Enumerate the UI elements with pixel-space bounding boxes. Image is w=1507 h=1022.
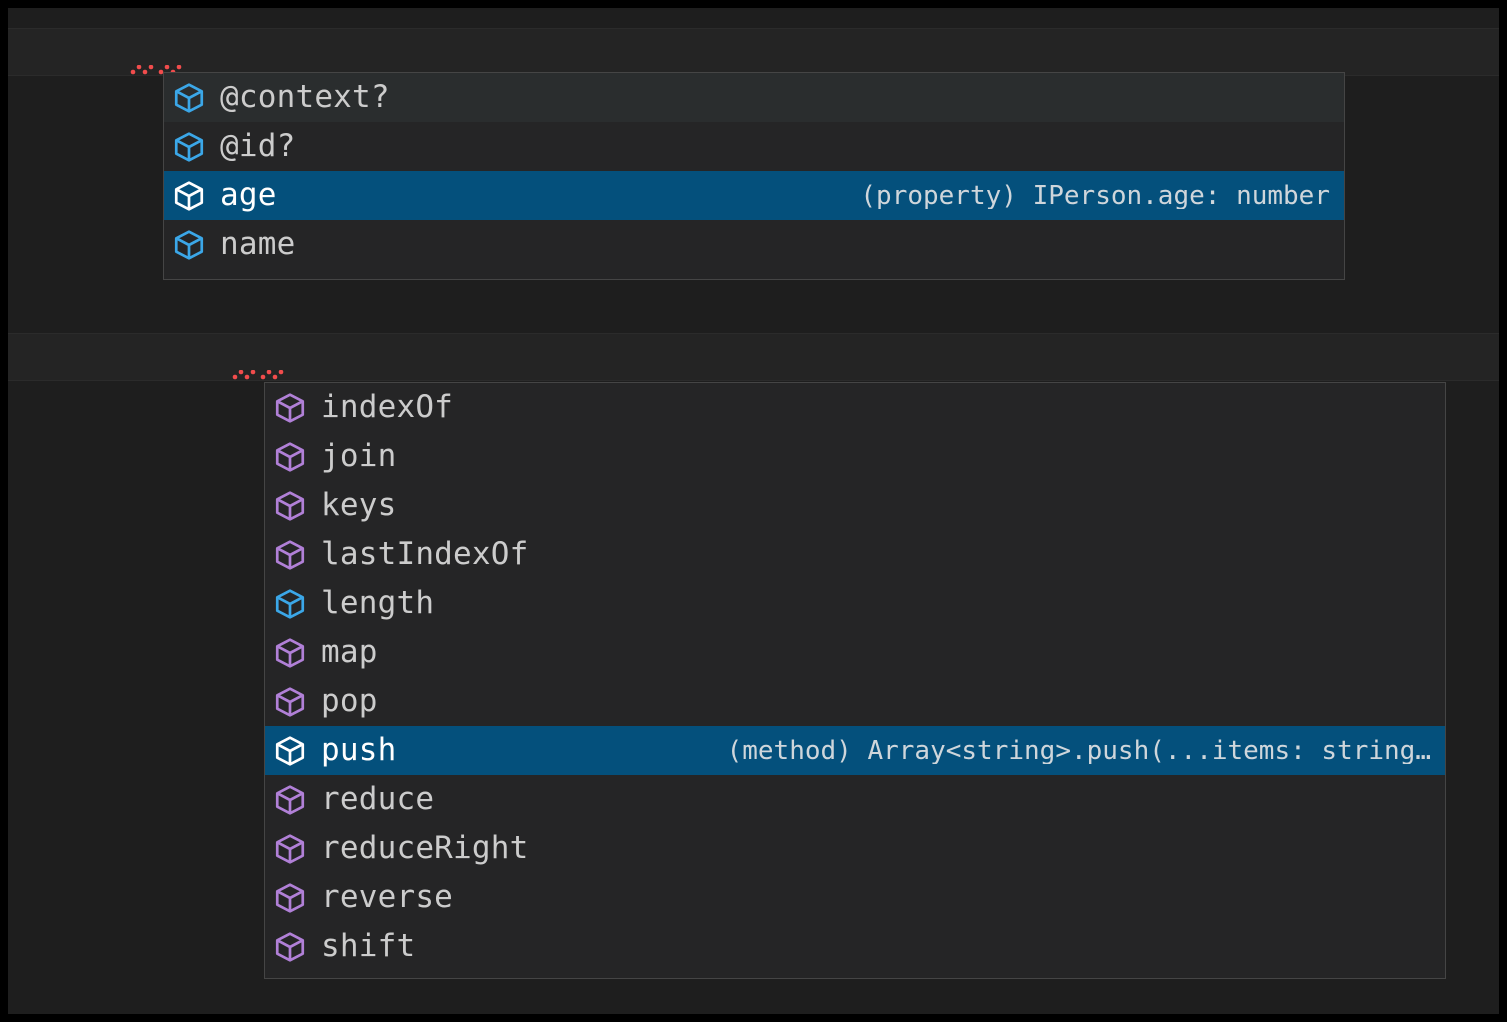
code-line-1[interactable]: person.; xyxy=(8,28,1499,163)
method-cube-icon xyxy=(275,686,305,717)
suggest-widget-person[interactable]: @context? @id? age (property) IPerson.age: … xyxy=(163,72,1345,280)
suggest-item-label: @id? xyxy=(220,128,296,164)
suggest-item-keys[interactable]: keys xyxy=(265,481,1445,530)
suggest-item-shift[interactable]: shift xyxy=(265,922,1445,971)
suggest-item-label: map xyxy=(321,634,378,670)
suggest-item-label: shift xyxy=(321,928,416,964)
suggest-item-pop[interactable]: pop xyxy=(265,677,1445,726)
suggest-item-name[interactable]: name xyxy=(164,220,1344,269)
suggest-item-label: length xyxy=(321,585,435,621)
suggest-item-push[interactable]: push (method) Array<string>.push(...items… xyxy=(265,726,1445,775)
suggest-item-label: keys xyxy=(321,487,397,523)
suggest-item-indexof[interactable]: indexOf xyxy=(265,383,1445,432)
suggest-item-age[interactable]: age (property) IPerson.age: number xyxy=(164,171,1344,220)
property-cube-icon xyxy=(275,588,305,619)
suggest-widget-name[interactable]: indexOf join keys lastIndexOf length map pop pu… xyxy=(264,382,1446,979)
suggest-item-join[interactable]: join xyxy=(265,432,1445,481)
suggest-item-length[interactable]: length xyxy=(265,579,1445,628)
method-cube-icon xyxy=(275,931,305,962)
method-cube-icon xyxy=(275,637,305,668)
suggest-item-label: @context? xyxy=(220,79,390,115)
suggest-item-reverse[interactable]: reverse xyxy=(265,873,1445,922)
method-cube-icon xyxy=(275,833,305,864)
error-squiggle-line-1-b xyxy=(158,65,182,75)
suggest-item-reduce[interactable]: reduce xyxy=(265,775,1445,824)
method-cube-icon xyxy=(275,784,305,815)
suggest-item-label: name xyxy=(220,226,296,262)
method-cube-icon xyxy=(275,735,305,766)
code-editor[interactable]: person.; person.name.; @context?@id?age(… xyxy=(8,8,1499,1014)
suggest-item-lastindexof[interactable]: lastIndexOf xyxy=(265,530,1445,579)
suggest-item-label: age xyxy=(220,177,277,213)
method-cube-icon xyxy=(275,392,305,423)
property-cube-icon xyxy=(174,180,204,211)
method-cube-icon xyxy=(275,882,305,913)
property-cube-icon xyxy=(174,229,204,260)
error-squiggle-line-1-a xyxy=(130,65,154,75)
suggest-item-label: join xyxy=(321,438,397,474)
suggest-item-label: pop xyxy=(321,683,378,719)
property-cube-icon xyxy=(174,131,204,162)
suggest-item-map[interactable]: map xyxy=(265,628,1445,677)
method-cube-icon xyxy=(275,441,305,472)
suggest-item-detail: (method) Array<string>.push(...items: st… xyxy=(726,737,1431,764)
suggest-item-detail: (property) IPerson.age: number xyxy=(860,182,1330,209)
error-squiggle-line-2-b xyxy=(260,370,284,380)
suggest-item-label: reverse xyxy=(321,879,454,915)
error-squiggle-line-2-a xyxy=(232,370,256,380)
suggest-item-label: indexOf xyxy=(321,389,454,425)
method-cube-icon xyxy=(275,539,305,570)
suggest-item-reduceright[interactable]: reduceRight xyxy=(265,824,1445,873)
suggest-item-label: reduce xyxy=(321,781,435,817)
property-cube-icon xyxy=(174,82,204,113)
suggest-item-label: lastIndexOf xyxy=(321,536,529,572)
suggest-item-label: push xyxy=(321,732,397,768)
method-cube-icon xyxy=(275,490,305,521)
suggest-item-label: reduceRight xyxy=(321,830,529,866)
suggest-item-context[interactable]: @context? xyxy=(164,73,1344,122)
suggest-item-id[interactable]: @id? xyxy=(164,122,1344,171)
